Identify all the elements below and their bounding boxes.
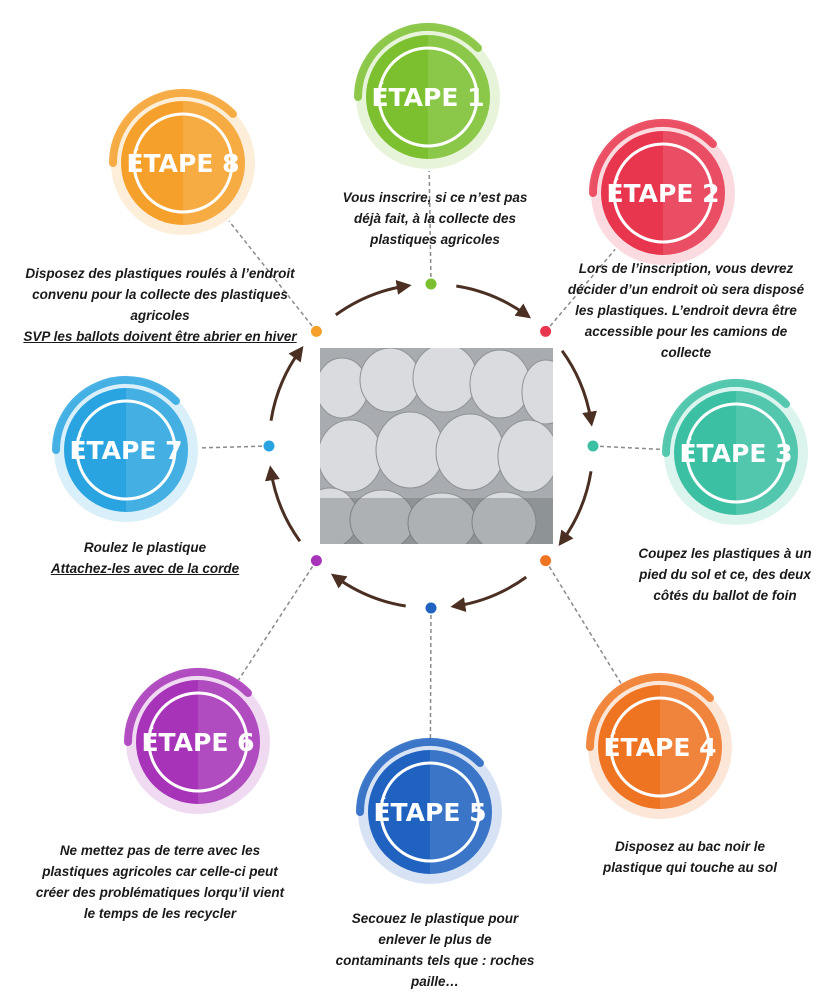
step-6-title: ÉTAPE 6: [141, 728, 254, 757]
connector-step-3: [592, 445, 663, 451]
step-5-badge: ÉTAPE 5: [356, 737, 502, 884]
cycle-dot-step-7: [263, 440, 275, 452]
step-7-badge: ÉTAPE 7: [52, 375, 198, 522]
cycle-dot-step-1: [425, 278, 437, 290]
cycle-arrow-5: [330, 573, 406, 608]
hay-bales-illustration: [320, 348, 553, 544]
step-2-title: ÉTAPE 2: [606, 179, 719, 208]
step-1-badge: ÉTAPE 1: [354, 22, 500, 169]
cycle-arrow-3: [558, 471, 593, 547]
connector-step-2: [545, 248, 616, 332]
cycle-dot-step-5: [425, 602, 437, 614]
connector-step-5: [429, 607, 432, 739]
connector-lines: [199, 170, 663, 739]
step-badges: ÉTAPE 1 ÉTAPE 2 ÉTAPE 3 ÉTAPE 4 ÉTAPE 5 ÉTAPE…: [52, 22, 808, 884]
step-4-title: ÉTAPE 4: [603, 733, 716, 762]
step-6-badge: ÉTAPE 6: [124, 667, 270, 814]
step-3-badge: ÉTAPE 3: [662, 378, 808, 525]
step-1-title: ÉTAPE 1: [371, 83, 484, 112]
cycle-dot-step-3: [587, 440, 599, 452]
step-7-title: ÉTAPE 7: [69, 436, 182, 465]
step-2-badge: ÉTAPE 2: [589, 118, 735, 265]
cycle-arrow-1: [456, 284, 532, 319]
connector-step-6: [237, 560, 318, 681]
connector-step-8: [228, 220, 317, 332]
connector-step-7: [199, 445, 270, 449]
cycle-arrow-7: [269, 345, 304, 421]
cycle-dot-step-2: [540, 325, 552, 337]
step-8-title: ÉTAPE 8: [126, 149, 239, 178]
step-3-title: ÉTAPE 3: [679, 439, 792, 468]
cycle-dot-step-6: [310, 555, 322, 567]
cycle-dot-step-4: [540, 555, 552, 567]
cycle-arrow-8: [334, 279, 412, 317]
cycle-arrow-2: [560, 349, 598, 427]
step-4-badge: ÉTAPE 4: [586, 672, 732, 819]
connector-step-4: [544, 560, 622, 685]
step-5-title: ÉTAPE 5: [373, 798, 486, 827]
step-8-description: Disposez des plastiques roulés à l’endro…: [23, 266, 297, 344]
cycle-arrow-6: [264, 465, 302, 543]
cycle-dot-step-8: [310, 325, 322, 337]
step-8-badge: ÉTAPE 8: [109, 88, 255, 235]
cycle-arrow-4: [450, 575, 528, 613]
cycle-ring: [264, 279, 598, 613]
connector-step-1: [428, 170, 432, 285]
cycle-dots: [263, 278, 599, 614]
center-photo-hay-bales: [320, 348, 553, 544]
